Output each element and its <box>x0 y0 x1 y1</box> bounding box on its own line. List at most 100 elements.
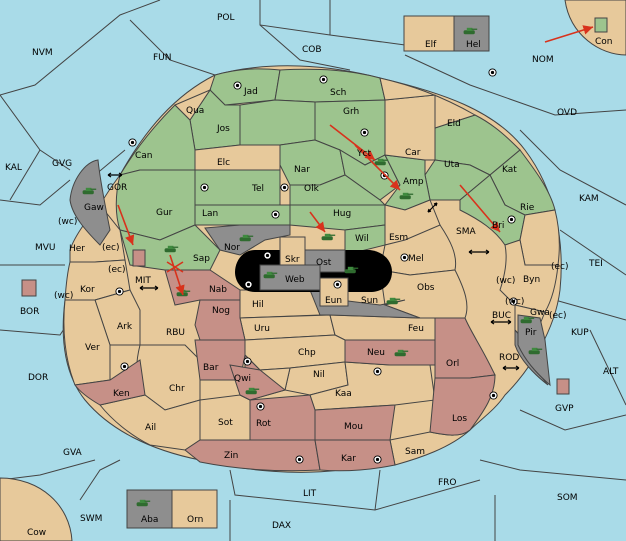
label-car: Car <box>405 148 421 158</box>
label-bor: BOR <box>20 307 39 317</box>
label-pir: Pir <box>525 328 537 338</box>
label-nil: Nil <box>313 370 325 380</box>
label-elf: Elf <box>425 40 437 50</box>
region-elf[interactable] <box>403 15 455 52</box>
label-sun: Sun <box>361 296 378 306</box>
label-fro: FRO <box>438 478 457 488</box>
label-coast-wc: (wc) <box>58 217 77 227</box>
label-her: Her <box>69 244 85 254</box>
label-eun: Eun <box>325 296 342 306</box>
label-rbu: RBU <box>166 328 185 338</box>
label-chr: Chr <box>169 384 185 394</box>
region-jad[interactable] <box>209 68 281 106</box>
region-orn[interactable] <box>171 489 218 529</box>
region-elc[interactable] <box>194 144 281 171</box>
label-coast-wc: (wc) <box>496 276 515 286</box>
label-nab: Nab <box>209 285 227 295</box>
region-con-island[interactable] <box>594 17 608 33</box>
move-arrow <box>117 204 135 246</box>
supply-center-icon <box>489 391 498 400</box>
buc-connector <box>490 319 512 325</box>
label-uru: Uru <box>254 324 270 334</box>
label-esm: Esm <box>389 233 408 243</box>
label-los: Los <box>452 414 467 424</box>
supply-center-icon <box>360 128 369 137</box>
supply-center-icon <box>233 81 242 90</box>
region-kar[interactable] <box>314 439 396 472</box>
label-cow: Cow <box>27 528 46 538</box>
label-nom: NOM <box>532 55 554 65</box>
move-arrow <box>169 254 185 296</box>
region-ver[interactable] <box>63 299 111 386</box>
label-gur: Gur <box>156 208 173 218</box>
label-sam: Sam <box>405 447 425 457</box>
label-hug: Hug <box>333 209 351 219</box>
label-nvm: NVM <box>32 48 53 58</box>
label-mel: Mel <box>408 254 424 264</box>
supply-center-icon <box>120 362 129 371</box>
region-eld-north[interactable] <box>379 77 477 129</box>
region-ail[interactable] <box>99 394 201 451</box>
label-rot: Rot <box>256 419 271 429</box>
label-lan: Lan <box>202 209 218 219</box>
label-nog: Nog <box>212 306 230 316</box>
label-coast-wc: (wc) <box>505 297 524 307</box>
red-provinces <box>74 269 496 472</box>
rod-connector <box>502 365 520 371</box>
label-gva: GVA <box>63 448 83 458</box>
region-rot[interactable] <box>249 394 316 441</box>
supply-center-icon <box>243 357 252 366</box>
supply-center-icon <box>373 455 382 464</box>
label-tei: TEI <box>588 259 603 269</box>
label-mou: Mou <box>344 422 363 432</box>
label-lit: LIT <box>303 489 317 499</box>
label-ail: Ail <box>145 423 156 433</box>
label-byn: Byn <box>523 275 540 285</box>
region-neu[interactable] <box>344 339 436 366</box>
label-neu: Neu <box>367 348 385 358</box>
supply-center-icon <box>200 183 209 192</box>
region-skr[interactable] <box>279 236 306 266</box>
move-arrow <box>329 124 376 161</box>
supply-center-icon <box>295 455 304 464</box>
label-dax: DAX <box>272 521 291 531</box>
label-jad: Jad <box>243 87 258 97</box>
region-ken[interactable] <box>74 359 146 406</box>
connectors <box>107 172 520 371</box>
label-sma: SMA <box>456 227 476 237</box>
region-bri[interactable] <box>459 174 526 246</box>
label-wil: Wil <box>355 234 369 244</box>
label-qua: Qua <box>186 106 204 116</box>
region-gur[interactable] <box>115 169 196 241</box>
tan-provinces <box>63 77 560 466</box>
move-arrow <box>544 25 594 43</box>
label-gor: GOR <box>107 183 127 193</box>
label-nor: Nor <box>224 243 240 253</box>
label-gwa: Gwa <box>530 308 550 318</box>
label-kam: KAM <box>579 194 599 204</box>
region-bor-island[interactable] <box>21 279 37 297</box>
region-rie[interactable] <box>519 209 560 266</box>
region-qua[interactable] <box>174 88 212 121</box>
region-jos2[interactable] <box>239 99 316 146</box>
region-qwi[interactable] <box>229 364 287 401</box>
sma-connector <box>427 202 438 213</box>
region-gaw[interactable] <box>69 159 111 246</box>
map-labels: POL NVM FUN COB NOM OVD KAL GVG GOR Gaw … <box>5 13 619 538</box>
supply-center-icon <box>263 251 272 260</box>
mit-connector <box>139 285 159 291</box>
label-coast-ec: (ec) <box>102 243 120 253</box>
region-los[interactable] <box>429 374 496 436</box>
region-gvp-island[interactable] <box>556 378 570 395</box>
label-kaa: Kaa <box>335 389 352 399</box>
label-eld: Eld <box>447 119 461 129</box>
region-aba[interactable] <box>126 489 173 529</box>
label-amp: Amp <box>403 177 424 187</box>
region-mit-island[interactable] <box>132 249 146 267</box>
label-gvg: GVG <box>52 159 72 169</box>
label-elc: Elc <box>217 158 230 168</box>
region-kor[interactable] <box>64 259 131 301</box>
label-ost: Ost <box>316 258 332 268</box>
